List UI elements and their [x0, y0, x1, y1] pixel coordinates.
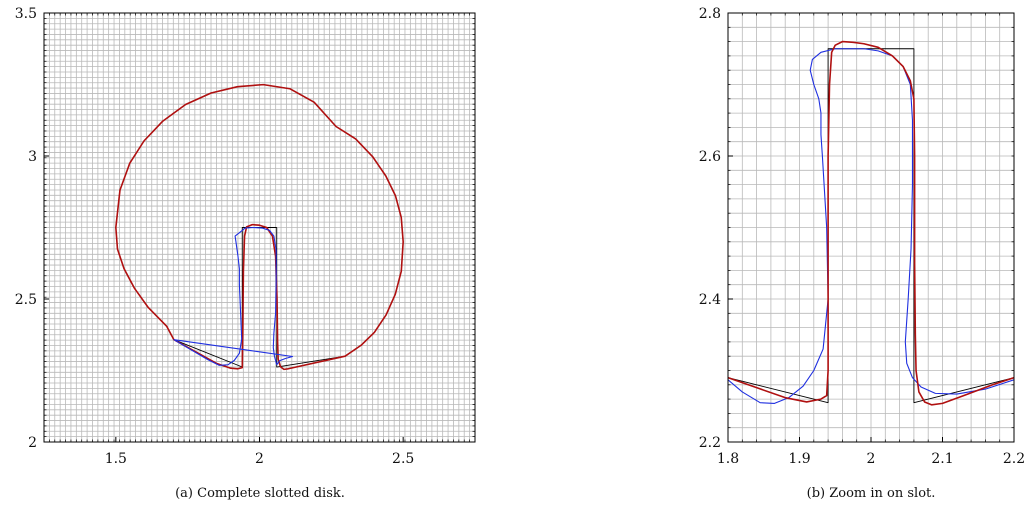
caption-b: (b) Zoom in on slot. — [807, 486, 936, 501]
tick-label-y: 2 — [28, 435, 37, 451]
grid — [728, 13, 1014, 442]
tick-label-y: 3 — [28, 149, 37, 165]
tick-label-y: 2.6 — [699, 149, 721, 165]
series-group — [728, 40, 1014, 406]
ticks: 1.5 2 2.5 2 2.5 3 3.5 — [15, 6, 476, 467]
tick-label-x: 2 — [867, 451, 876, 467]
panel-complete-slotted-disk: 1.5 2 2.5 2 2.5 3 3.5 — [15, 6, 476, 467]
tick-label-x: 2.1 — [931, 451, 953, 467]
ticks: 1.8 1.9 2 2.1 2.2 2.2 2.4 2.6 2.8 — [699, 6, 1025, 467]
tick-label-x: 1.9 — [788, 451, 810, 467]
tick-label-x: 2 — [255, 451, 264, 467]
tick-label-x: 1.5 — [105, 451, 127, 467]
tick-label-y: 2.8 — [699, 6, 721, 22]
caption-a: (a) Complete slotted disk. — [175, 486, 345, 501]
tick-label-y: 2.4 — [699, 292, 721, 308]
panel-zoom-slot: 1.8 1.9 2 2.1 2.2 2.2 2.4 2.6 2.8 — [699, 6, 1025, 467]
series-2 — [173, 226, 294, 366]
tick-label-x: 1.8 — [717, 451, 739, 467]
series-0 — [728, 48, 1014, 404]
tick-label-y: 3.5 — [15, 6, 37, 22]
tick-label-y: 2.5 — [15, 292, 37, 308]
series-2 — [728, 40, 1014, 406]
series-1 — [728, 48, 1014, 404]
tick-label-y: 2.2 — [699, 435, 721, 451]
tick-label-x: 2.2 — [1003, 451, 1025, 467]
series-group — [115, 83, 404, 371]
tick-label-x: 2.5 — [392, 451, 414, 467]
